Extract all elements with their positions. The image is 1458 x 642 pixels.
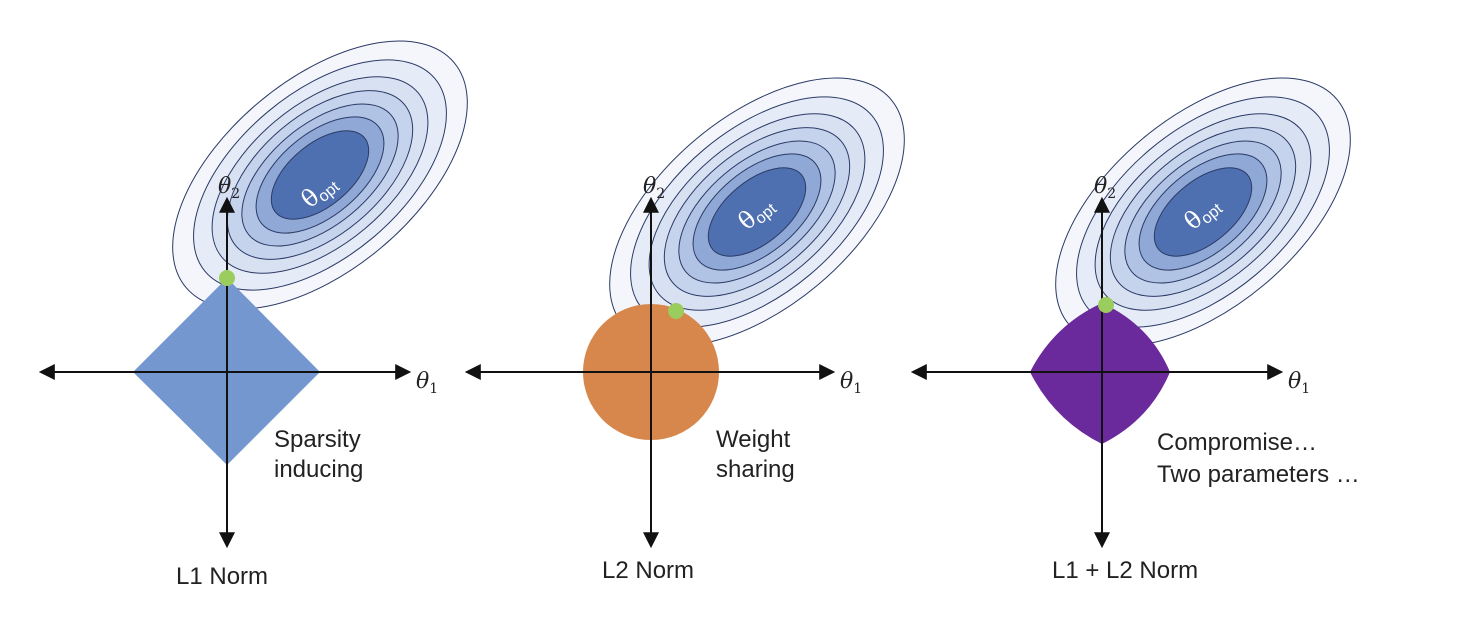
contour-ring xyxy=(707,167,807,257)
elastic-loss-contours xyxy=(1055,77,1351,347)
elastic-note: Compromise…Two parameters … xyxy=(1157,429,1360,488)
l2-caption: L2 Norm xyxy=(602,557,694,584)
l2-theta1-label: θ1 xyxy=(840,369,862,397)
elastic-caption: L1 + L2 Norm xyxy=(1052,557,1198,584)
l1-solution-point xyxy=(219,270,235,286)
elastic-theta1-label: θ1 xyxy=(1288,369,1310,397)
l1-loss-contours xyxy=(172,40,468,310)
l1-caption: L1 Norm xyxy=(176,563,268,590)
panel-elastic: θ1 θ2 θopt Compromise…Two parameters … L… xyxy=(910,77,1360,584)
elastic-solution-point xyxy=(1098,297,1114,313)
elastic-theta2-label: θ2 xyxy=(1094,174,1116,202)
contour-ring xyxy=(1153,167,1253,257)
contour-ring xyxy=(270,130,370,220)
l2-loss-contours xyxy=(609,77,905,347)
l2-solution-point xyxy=(668,303,684,319)
l2-theta2-label: θ2 xyxy=(643,174,665,202)
l1-theta1-label: θ1 xyxy=(416,369,438,397)
l1-theta2-label: θ2 xyxy=(218,174,240,202)
